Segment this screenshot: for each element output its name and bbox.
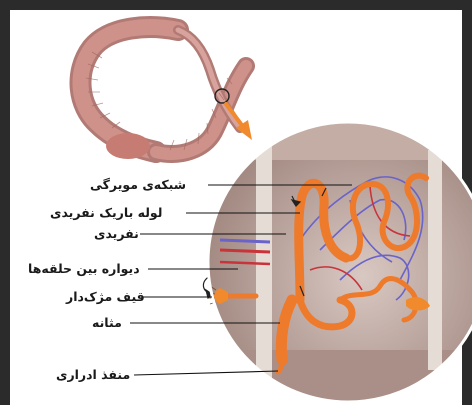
label-capillary-network: شبکه‌ی مویرگی (90, 178, 186, 192)
label-septum: دیواره بین حلقه‌ها (28, 262, 140, 276)
label-nephridial-tubule: لوله باریک نفریدی (50, 206, 162, 220)
clitellum (106, 133, 150, 159)
earthworm (81, 27, 246, 159)
label-nephrostome: قیف مژک‌دار (66, 290, 145, 304)
septum-wall-left (256, 140, 272, 380)
label-excretory-pore: منفذ ادراری (56, 368, 130, 382)
leader-pore (134, 371, 278, 375)
label-nephridium: نفریدی (94, 227, 139, 241)
label-bladder: مثانه (92, 316, 122, 330)
magnified-section (200, 120, 472, 405)
septum-wall-right (428, 150, 442, 370)
